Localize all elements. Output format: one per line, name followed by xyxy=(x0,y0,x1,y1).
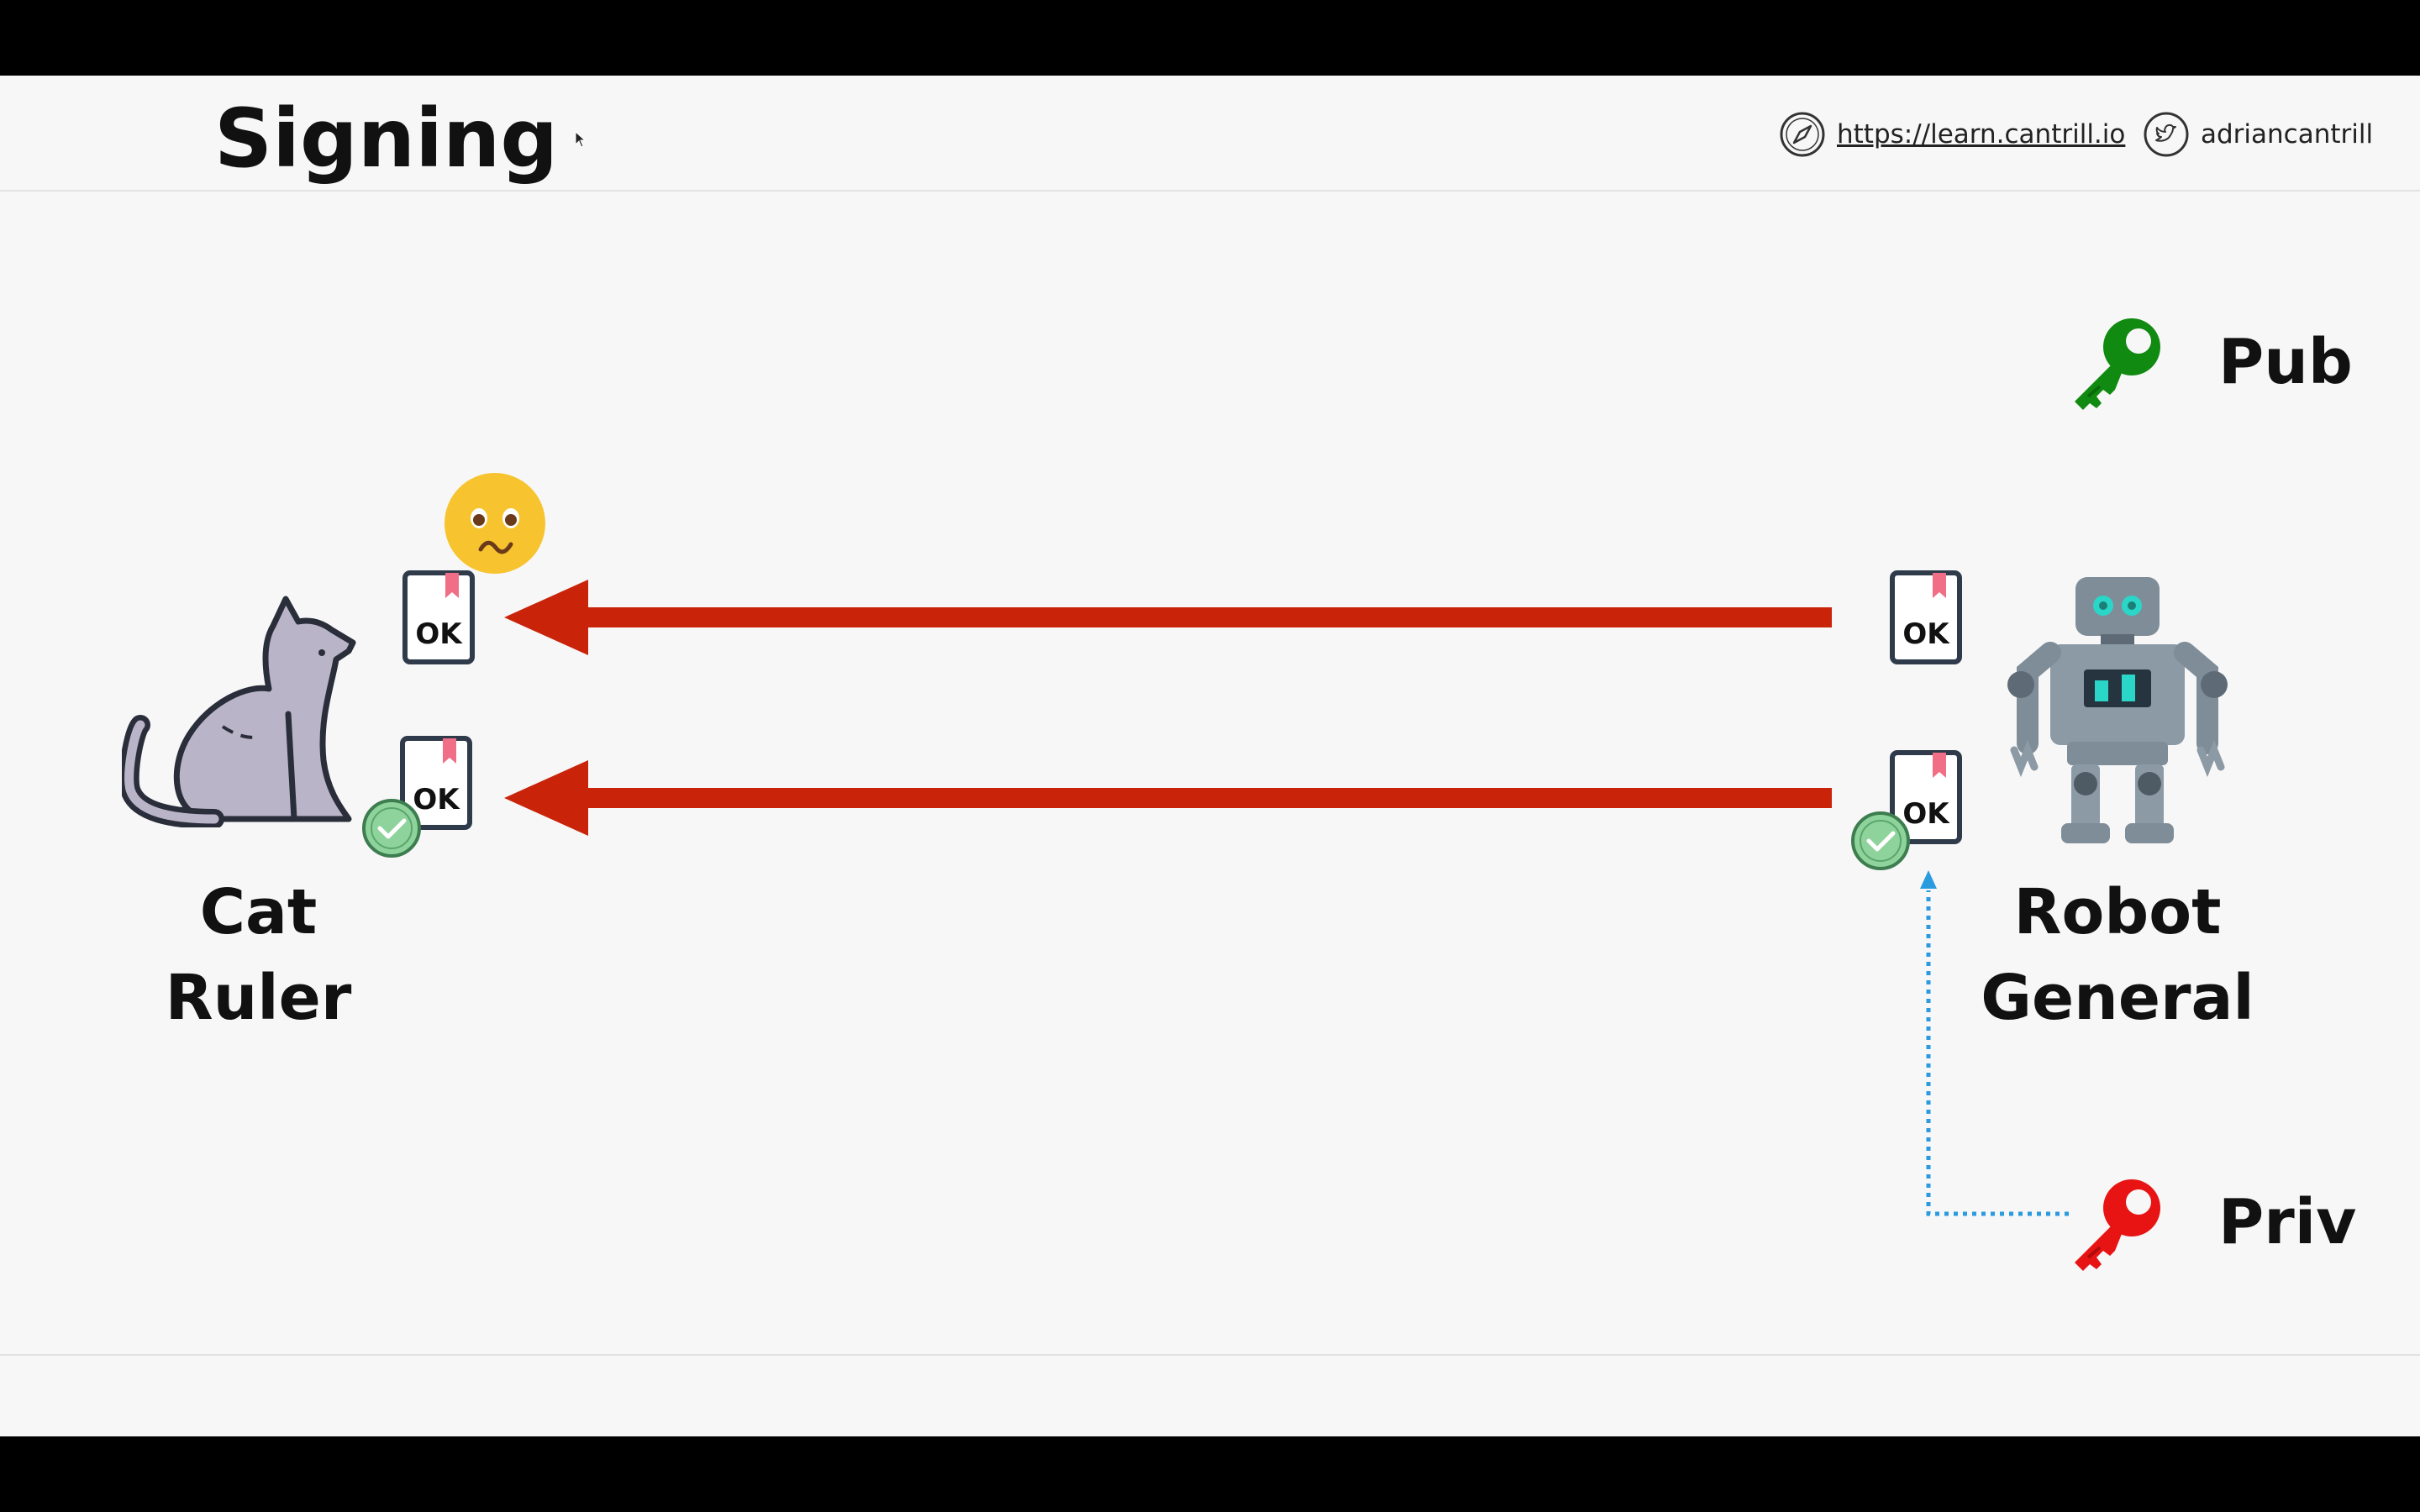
document-icon-cat-bottom: OK xyxy=(400,736,472,830)
letterbox-top xyxy=(0,0,2420,76)
cat-label-line2: Ruler xyxy=(165,962,352,1034)
document-label: OK xyxy=(1902,617,1950,651)
verified-check-icon-robot xyxy=(1851,811,1910,870)
verified-check-icon-cat xyxy=(362,799,421,858)
private-key-icon xyxy=(2075,1179,2160,1271)
document-label: OK xyxy=(1902,797,1950,831)
robot-icon xyxy=(2007,577,2228,843)
private-key-label: Priv xyxy=(2218,1186,2357,1258)
letterbox-bottom xyxy=(0,1436,2420,1512)
confused-face-icon xyxy=(445,473,545,574)
mouse-cursor-icon xyxy=(575,131,587,148)
robot-label-line2: General xyxy=(1981,962,2254,1034)
cat-ruler-label: Cat Ruler xyxy=(143,869,374,1041)
twitter-handle[interactable]: adriancantrill xyxy=(2201,119,2374,150)
public-key-label: Pub xyxy=(2218,326,2353,398)
compass-icon xyxy=(1780,112,1825,157)
arrow-top xyxy=(504,580,1832,655)
robot-general-label: Robot General xyxy=(1966,869,2269,1041)
twitter-icon xyxy=(2144,112,2189,157)
slide-title: Signing xyxy=(214,92,559,186)
footer-divider xyxy=(0,1354,2420,1356)
document-icon-cat-top: OK xyxy=(402,570,475,664)
document-label: OK xyxy=(415,617,463,651)
document-label: OK xyxy=(413,783,460,816)
cat-label-line1: Cat xyxy=(199,876,318,948)
dotted-connector xyxy=(1920,870,2069,1216)
document-icon-robot-bottom: OK xyxy=(1890,750,1962,844)
document-icon-robot-top: OK xyxy=(1890,570,1962,664)
public-key-icon xyxy=(2075,318,2160,410)
cat-icon xyxy=(122,596,356,827)
header-divider xyxy=(0,190,2420,192)
website-link[interactable]: https://learn.cantrill.io xyxy=(1837,119,2126,150)
robot-label-line1: Robot xyxy=(2013,876,2222,948)
arrow-bottom xyxy=(504,760,1832,836)
